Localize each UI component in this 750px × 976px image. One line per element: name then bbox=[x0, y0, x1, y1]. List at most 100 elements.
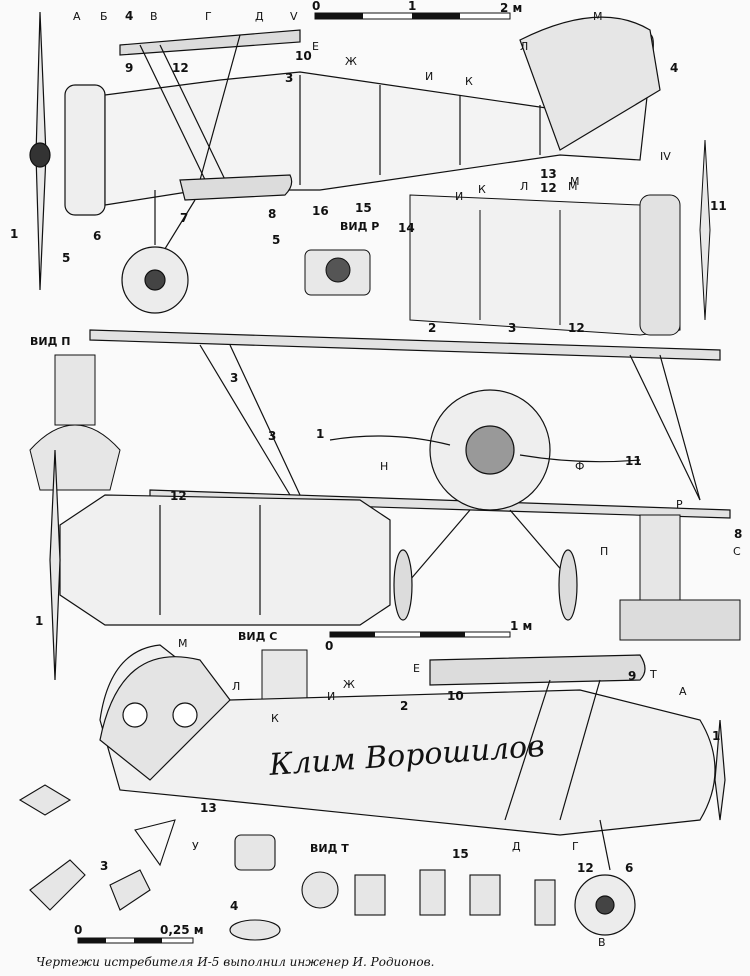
section-e: Е bbox=[312, 40, 319, 53]
engine-section-m: М bbox=[568, 180, 578, 193]
engine-section-i: И bbox=[455, 190, 463, 203]
engine-side-view bbox=[409, 139, 711, 336]
section-roman-4: IV bbox=[660, 150, 671, 163]
section-b: Б bbox=[100, 10, 108, 23]
engine-section-k: К bbox=[478, 183, 486, 196]
callout-6: 6 bbox=[93, 229, 101, 243]
scale-top-0: 0 bbox=[312, 0, 320, 13]
scale-top-2: 2 м bbox=[500, 1, 522, 15]
bottom-section-i: И bbox=[327, 690, 335, 703]
callout-12-plan: 12 bbox=[170, 489, 187, 503]
callout-9-bottom: 9 bbox=[628, 669, 636, 683]
callout-14: 14 bbox=[398, 221, 415, 235]
scale-top-1: 1 bbox=[408, 0, 416, 13]
section-m-mid: М bbox=[570, 175, 580, 188]
callout-6-bottom: 6 bbox=[625, 861, 633, 875]
section-roman-5: V bbox=[290, 10, 298, 23]
bottom-section-v: В bbox=[598, 936, 606, 949]
scale-bar-top: 0 1 2 м bbox=[312, 0, 522, 20]
section-k: К bbox=[465, 75, 473, 88]
callout-5b: 5 bbox=[272, 233, 280, 247]
section-i: И bbox=[425, 70, 433, 83]
front-view bbox=[89, 329, 731, 621]
section-markers-bottom: Е Ж И К Л М Д Г А В bbox=[178, 637, 687, 949]
callout-8: 8 bbox=[268, 207, 276, 221]
callout-1-bottom: 1 bbox=[712, 729, 720, 743]
arrow-c: С bbox=[733, 545, 741, 558]
callouts-engine: 14 2 3 12 11 И К Л 12 М bbox=[398, 180, 727, 335]
view-p-label: ВИД П bbox=[30, 335, 70, 348]
view-c-detail bbox=[619, 514, 741, 641]
arrow-r: Р bbox=[676, 498, 683, 511]
section-zh: Ж bbox=[345, 55, 357, 68]
scale-bar-bottom: 0 0,25 м bbox=[74, 923, 204, 944]
callout-5: 5 bbox=[62, 251, 70, 265]
callout-8-c: 8 bbox=[734, 527, 742, 541]
callout-4: 4 bbox=[670, 61, 678, 75]
callout-1: 1 bbox=[10, 227, 18, 241]
section-markers-top: А Б 4 В Г Д V М bbox=[73, 9, 603, 23]
view-r-label: ВИД Р bbox=[340, 220, 379, 233]
scale-bottom-1: 0,25 м bbox=[160, 923, 204, 937]
callout-11: 11 bbox=[710, 199, 727, 213]
view-p-detail bbox=[29, 354, 121, 491]
callout-3b: 3 bbox=[508, 321, 516, 335]
callouts-plan: 12 1 bbox=[35, 489, 187, 628]
scale-mid-1: 1 м bbox=[510, 619, 532, 633]
callout-7: 7 bbox=[180, 211, 188, 225]
scale-bar-middle: 0 1 м bbox=[325, 619, 532, 653]
callout-16: 16 bbox=[312, 204, 329, 218]
callouts-front: 3 3 1 11 Н Ф bbox=[230, 371, 642, 473]
callout-12b: 12 bbox=[568, 321, 585, 335]
side-view-top bbox=[29, 11, 661, 314]
callout-3-front: 3 bbox=[230, 371, 238, 385]
section-v: В bbox=[150, 10, 158, 23]
callout-10-bottom: 10 bbox=[447, 689, 464, 703]
callout-3-bottom: 3 bbox=[100, 859, 108, 873]
bottom-section-m: М bbox=[178, 637, 188, 650]
callout-2: 2 bbox=[428, 321, 436, 335]
section-m: М bbox=[593, 10, 603, 23]
callout-1-front: 1 bbox=[316, 427, 324, 441]
bottom-section-g: Г bbox=[572, 840, 579, 853]
scale-mid-0: 0 bbox=[325, 639, 333, 653]
section-markers-mid: Е Ж И К Л IV М bbox=[312, 40, 671, 188]
bottom-section-e: Е bbox=[413, 662, 420, 675]
side-view-bottom bbox=[99, 644, 726, 936]
engine-callout-12: 12 bbox=[540, 181, 557, 195]
arrow-p: П bbox=[600, 545, 608, 558]
bottom-section-l: Л bbox=[232, 680, 240, 693]
detail-parts bbox=[18, 784, 556, 941]
drawing-caption: Чертежи истребителя И-5 выполнил инженер… bbox=[36, 955, 435, 969]
bottom-section-d: Д bbox=[512, 840, 521, 853]
plan-view bbox=[49, 449, 391, 681]
callout-15-bottom: 15 bbox=[452, 847, 469, 861]
arrow-y: У bbox=[192, 840, 199, 853]
callout-11-front: 11 bbox=[625, 454, 642, 468]
callout-3b-front: 3 bbox=[268, 429, 276, 443]
arrow-t: Т bbox=[649, 668, 657, 681]
section-g: Г bbox=[205, 10, 212, 23]
callout-10: 10 bbox=[295, 49, 312, 63]
view-t-label: ВИД Т bbox=[310, 842, 349, 855]
view-r-detail bbox=[304, 249, 371, 296]
callout-3: 3 bbox=[285, 71, 293, 85]
arrows-view-c: П С Р 8 bbox=[600, 498, 742, 558]
bottom-section-zh: Ж bbox=[343, 678, 355, 691]
callout-15: 15 bbox=[355, 201, 372, 215]
section-a: А bbox=[73, 10, 81, 23]
bottom-section-k: К bbox=[271, 712, 279, 725]
section-l: Л bbox=[520, 40, 528, 53]
view-c-label: ВИД С bbox=[238, 630, 277, 643]
callout-4-bottom: 4 bbox=[230, 899, 238, 913]
arrow-f: Ф bbox=[575, 460, 584, 473]
arrow-n: Н bbox=[380, 460, 388, 473]
callout-9: 9 bbox=[125, 61, 133, 75]
callout-12-bottom: 12 bbox=[577, 861, 594, 875]
callouts-bottom: 2 10 9 1 13 15 12 6 3 4 У Т bbox=[100, 668, 720, 913]
callout-13: 13 bbox=[540, 167, 557, 181]
callouts-top: 1 5 6 7 8 9 10 12 3 4 16 15 13 5 bbox=[10, 49, 678, 265]
scale-bottom-0: 0 bbox=[74, 923, 82, 937]
